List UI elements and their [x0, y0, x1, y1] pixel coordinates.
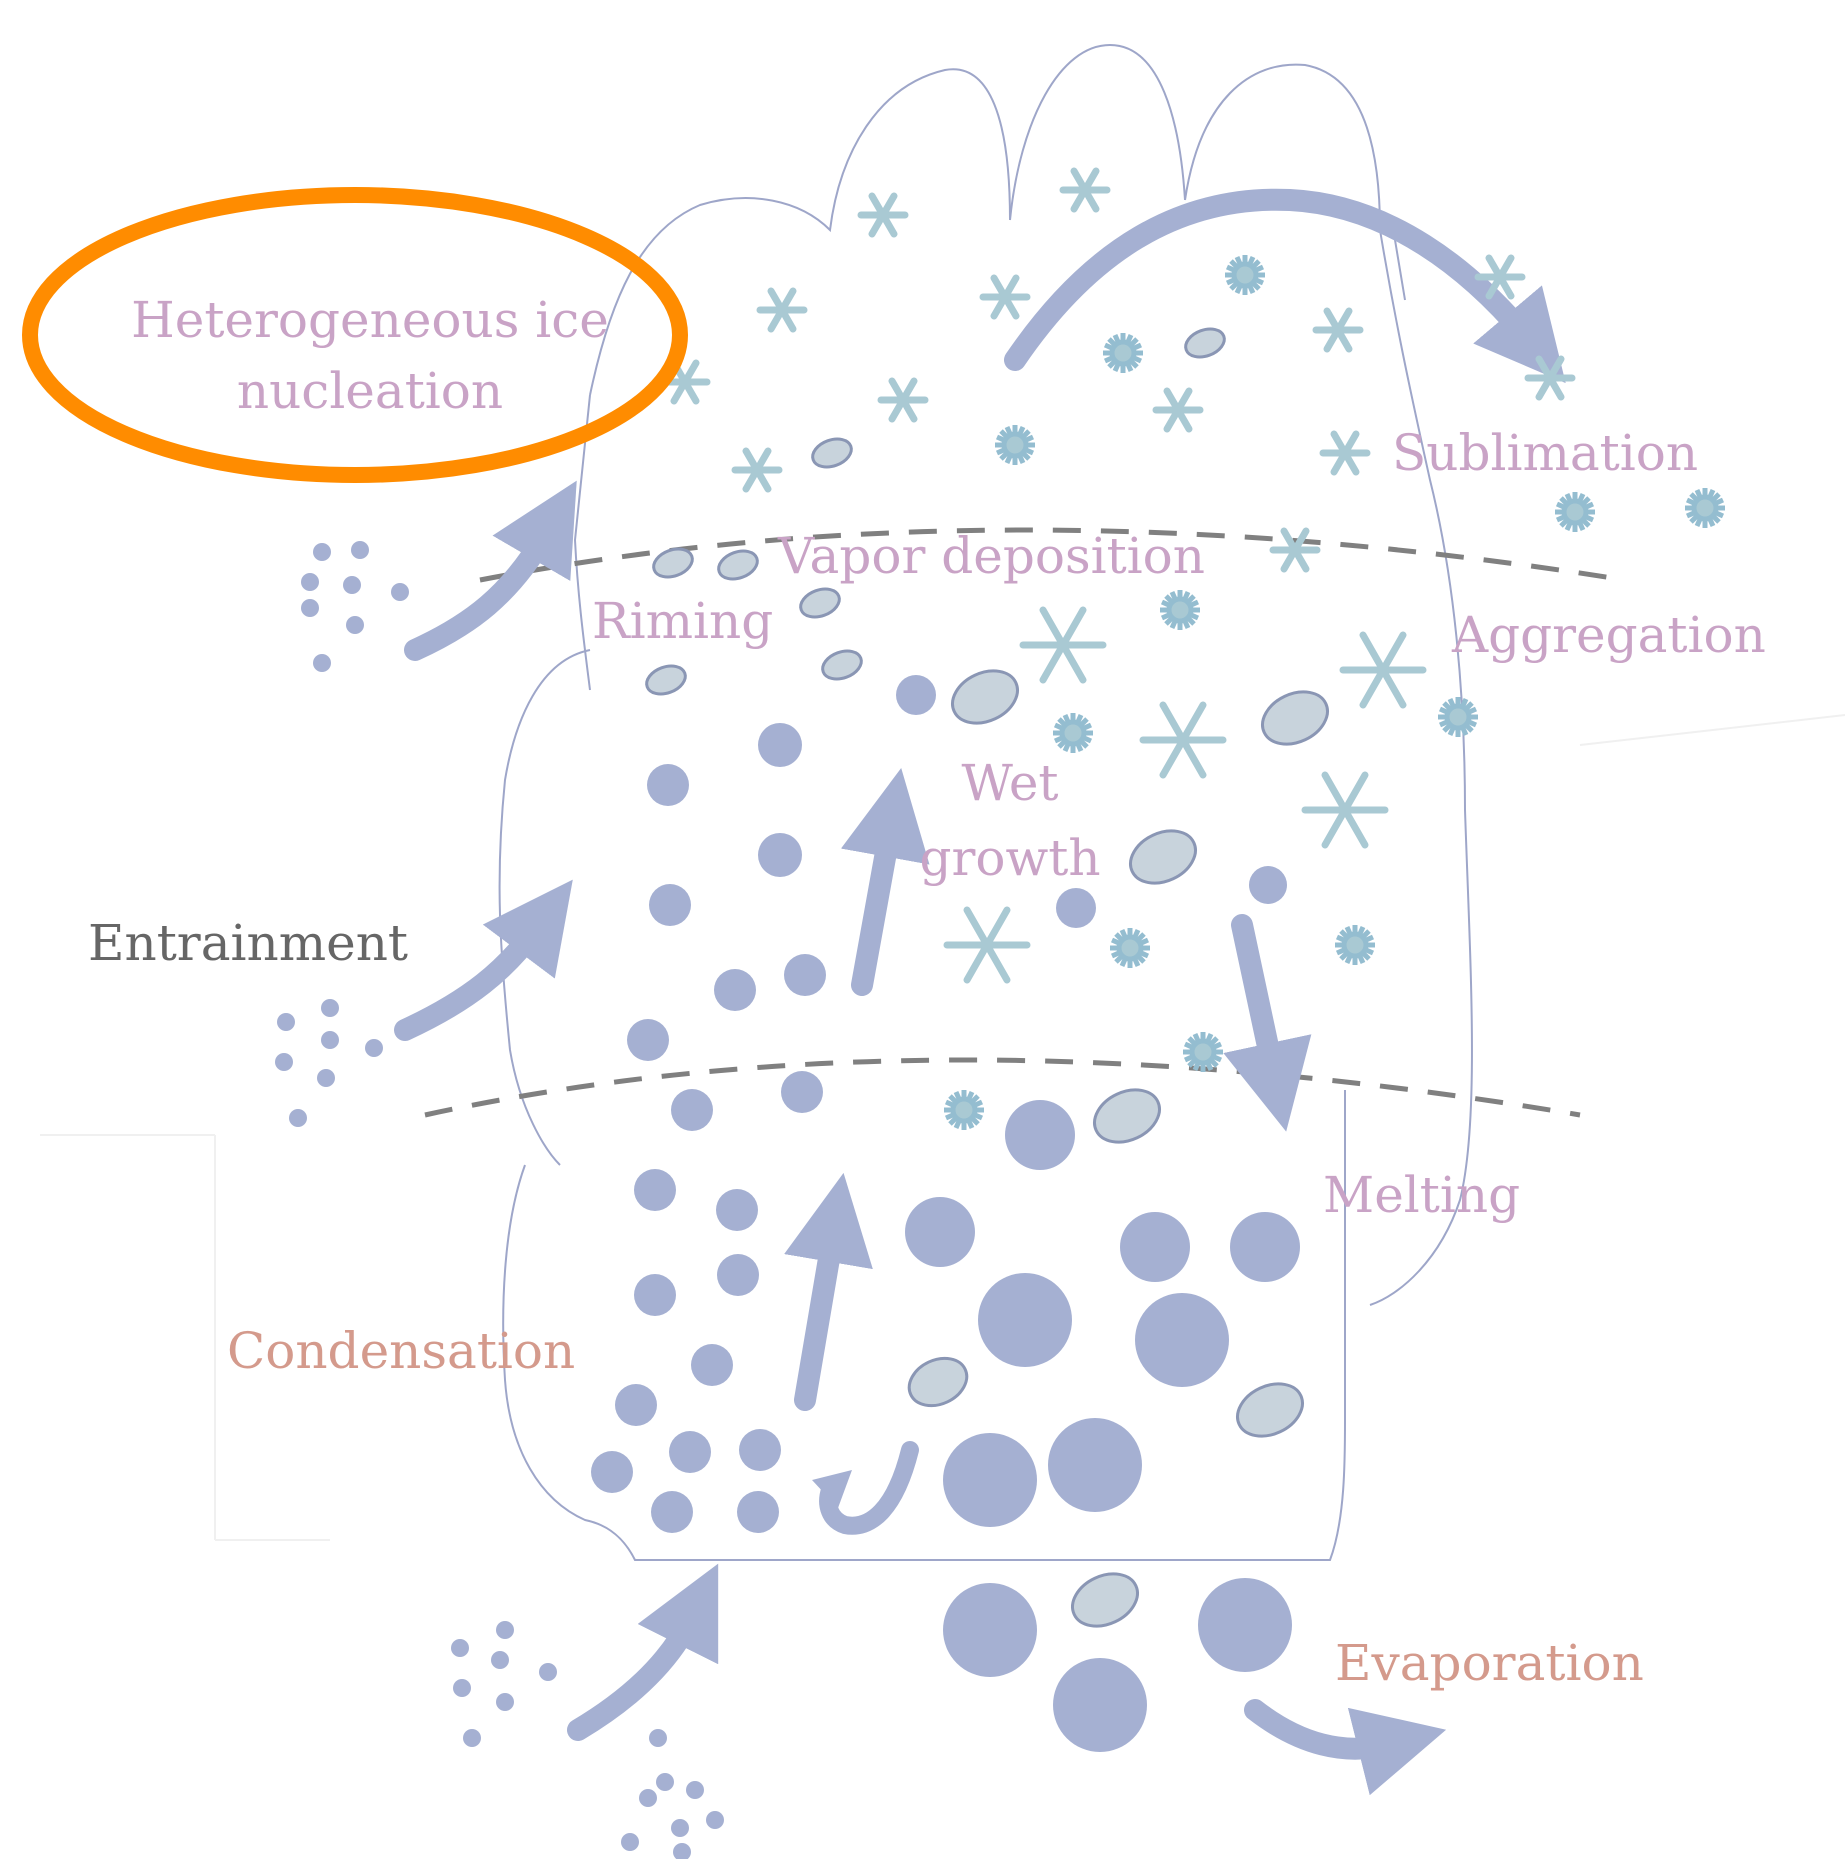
wet-growth-arrow-icon	[862, 830, 890, 985]
label-heterogeneous-ice-nucleation-line2: nucleation	[237, 362, 503, 420]
melting-arrow-icon	[1242, 925, 1273, 1070]
label-evaporation: Evaporation	[1335, 1634, 1644, 1692]
process-labels: Heterogeneous ice nucleation Sublimation…	[88, 291, 1766, 1692]
label-sublimation: Sublimation	[1392, 424, 1698, 482]
label-heterogeneous-ice-nucleation-line1: Heterogeneous ice	[131, 291, 609, 349]
entrainment-arrow-icon	[405, 930, 535, 1030]
snowflakes	[944, 255, 1725, 1130]
label-vapor-deposition: Vapor deposition	[777, 527, 1205, 585]
label-entrainment: Entrainment	[88, 914, 408, 972]
dashed-line-lower	[425, 1060, 1580, 1115]
heterogeneous-arrow-icon	[415, 535, 545, 650]
condensation-arrow-icon	[805, 1235, 833, 1400]
label-riming: Riming	[592, 592, 773, 650]
inflow-arrow-icon	[578, 1620, 690, 1730]
label-growth: growth	[919, 829, 1100, 887]
label-wet: Wet	[962, 754, 1059, 812]
label-aggregation: Aggregation	[1451, 606, 1766, 664]
evaporation-arrow-icon	[1255, 1710, 1385, 1749]
sublimation-arrow-icon	[1015, 200, 1525, 360]
label-condensation: Condensation	[227, 1322, 575, 1380]
label-melting: Melting	[1323, 1166, 1520, 1224]
